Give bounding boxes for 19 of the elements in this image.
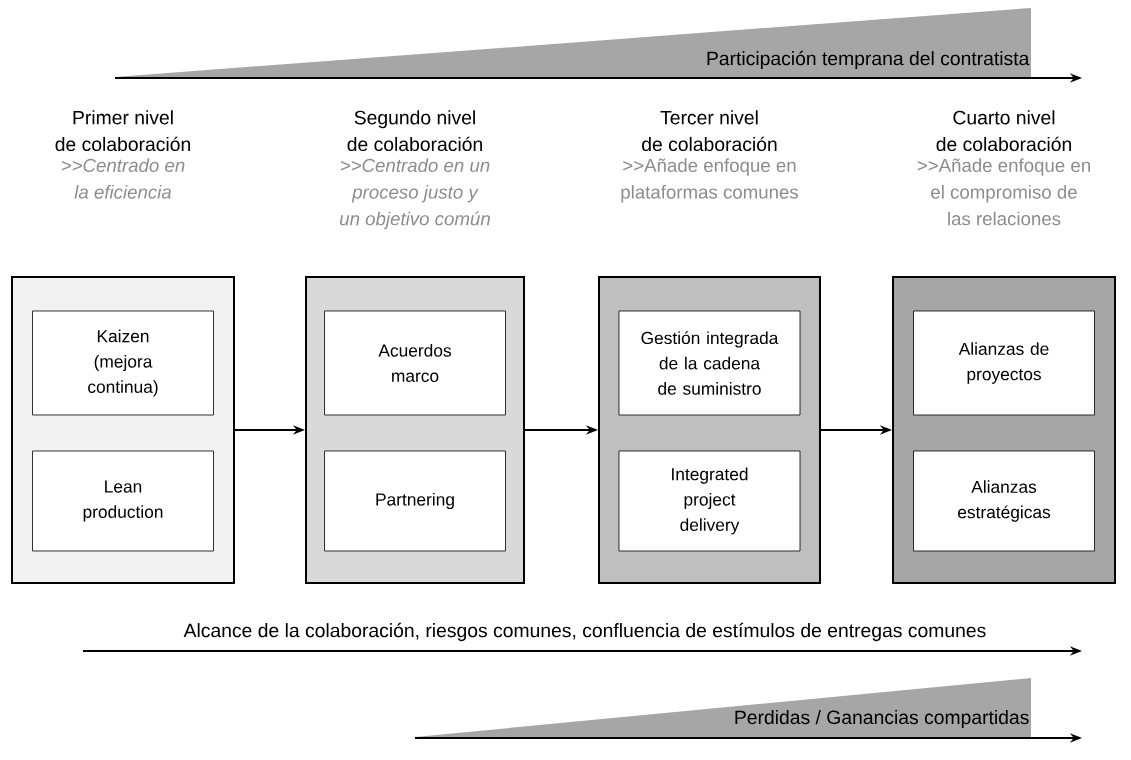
practice-box: Alianzas de proyectos (913, 310, 1095, 416)
practice-box: Acuerdos marco (324, 310, 506, 416)
practice-box: Partnering (324, 450, 506, 552)
practice-box: Kaizen (mejora continua) (32, 310, 214, 416)
level-subtitle: >>Centrado en la eficiencia (61, 158, 185, 199)
practice-box: Lean production (32, 450, 214, 552)
level-heading: Tercer nivel de colaboración (642, 110, 777, 152)
practice-box: Gestión integrada de la cadena de suministro (618, 310, 801, 416)
level-heading: Segundo nivel de colaboración (347, 110, 482, 152)
practice-box: Alianzas estratégicas (913, 450, 1095, 552)
arrow-label: Alcance de la colaboración, riesgos comunes, confluencia de estímulos de entregas comunes (183, 622, 986, 642)
arrow-label: Participación temprana del contratista (707, 50, 1030, 70)
level-subtitle: >>Añade enfoque en el compromiso de las relaciones (917, 158, 1090, 226)
level-heading: Cuarto nivel de colaboración (936, 110, 1071, 152)
arrow-label: Perdidas / Ganancias compartidas (735, 710, 1029, 728)
level-heading: Primer nivel de colaboración (55, 110, 190, 152)
practice-box: Integrated project delivery (618, 450, 801, 552)
level-subtitle: >>Centrado en un proceso justo y un objetivo común (340, 158, 490, 230)
level-subtitle: >>Añade enfoque en plataformas comunes (621, 158, 798, 203)
